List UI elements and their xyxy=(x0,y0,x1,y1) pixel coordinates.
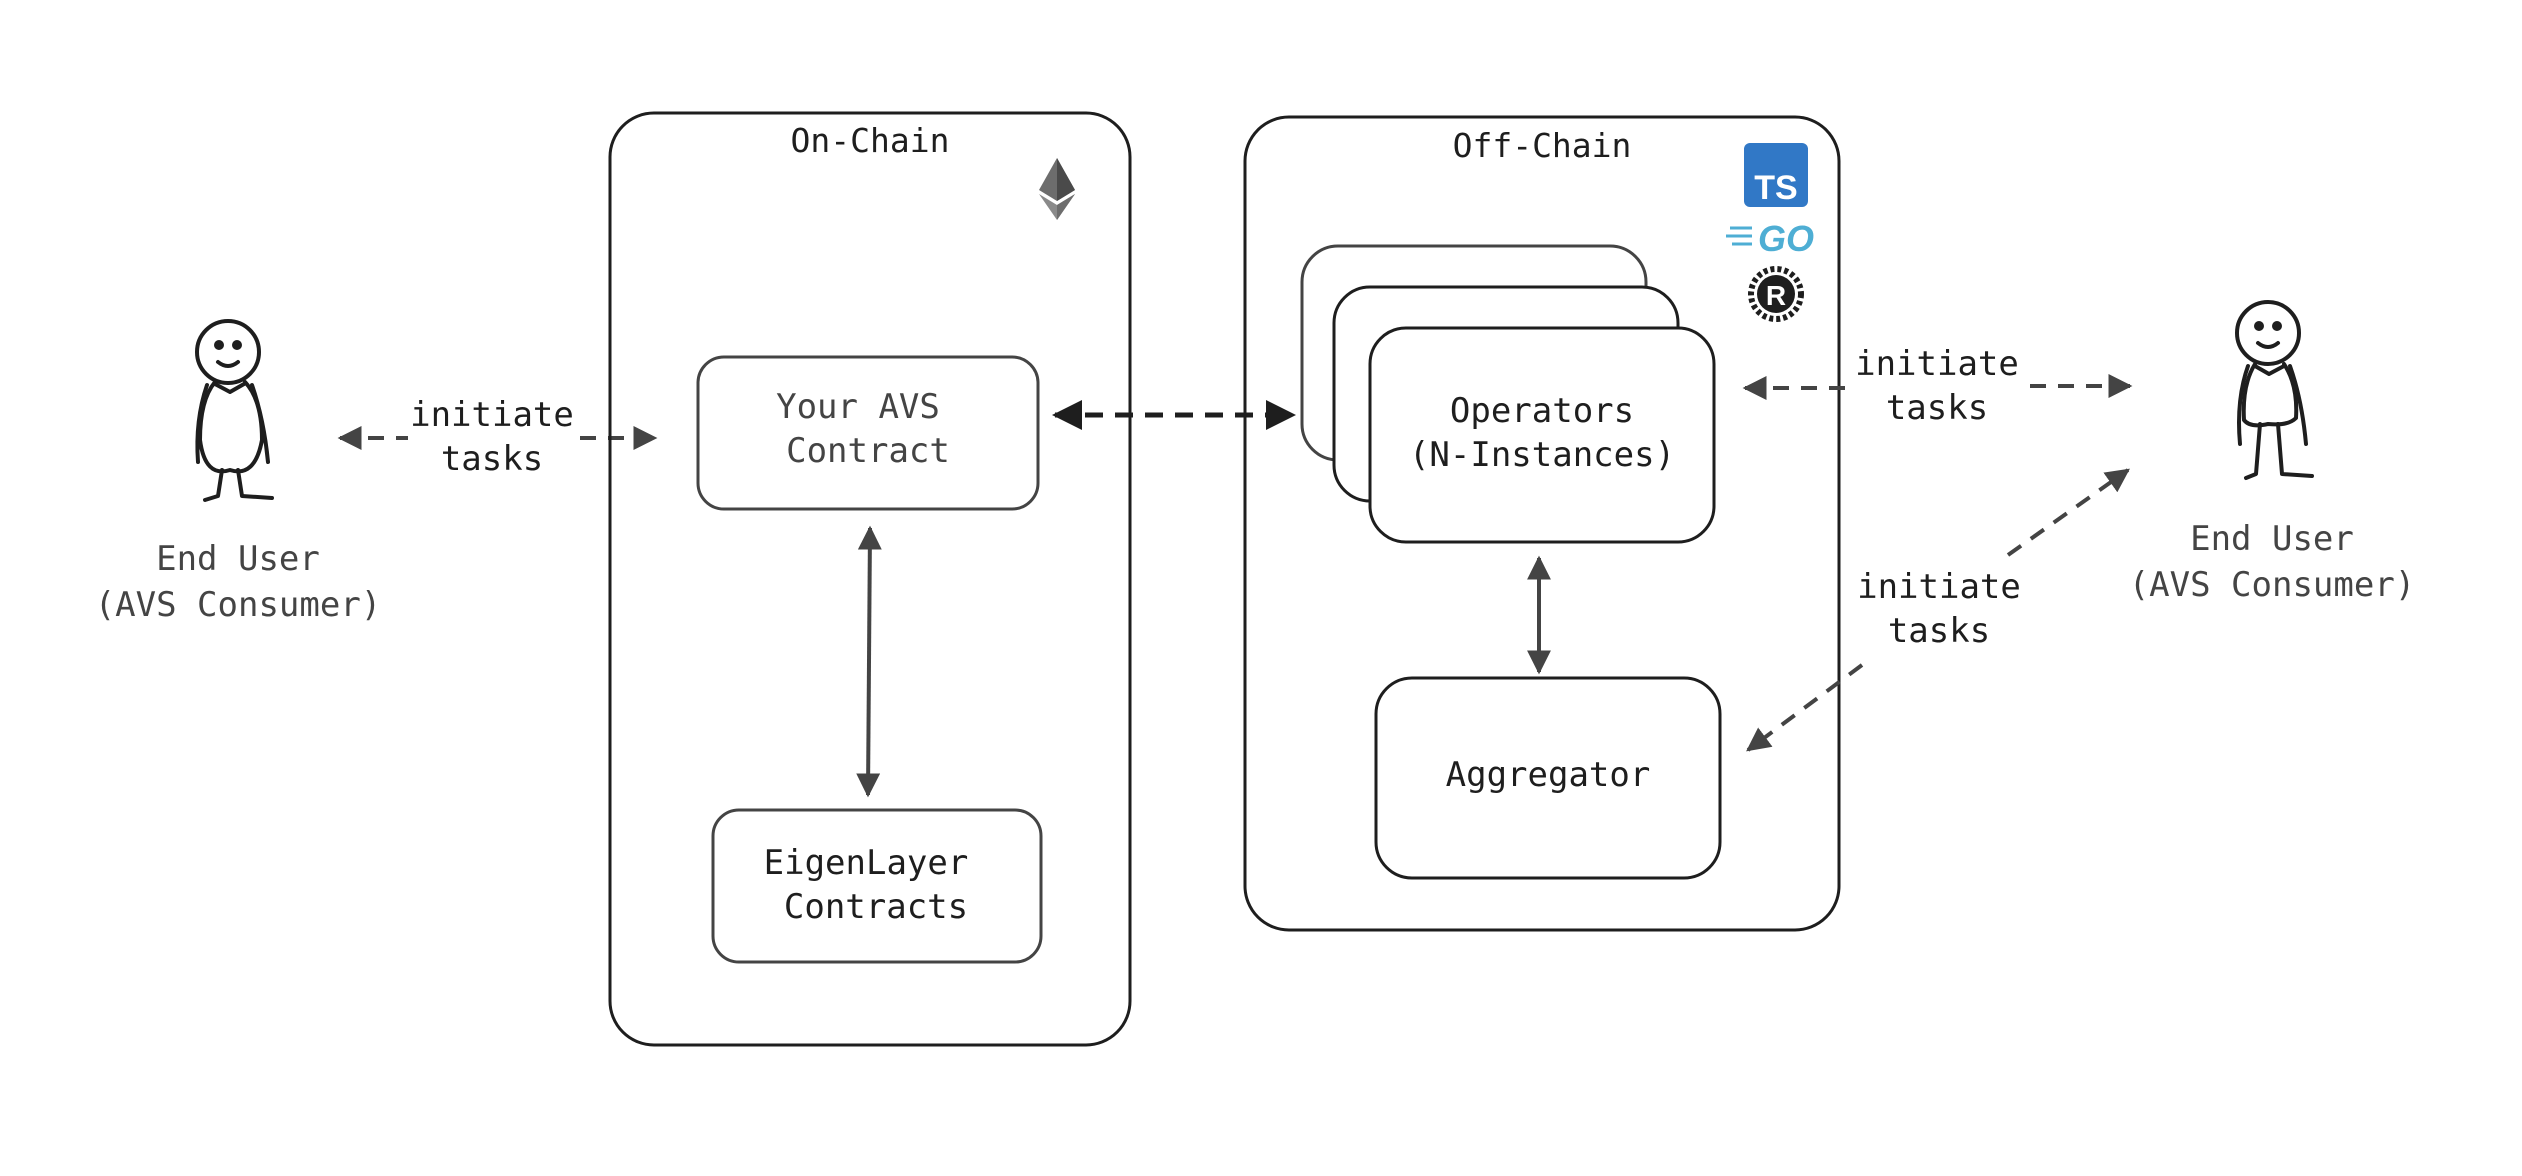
ethereum-icon xyxy=(1039,158,1075,220)
aggregator-label: Aggregator xyxy=(1446,755,1651,795)
go-logo: GO xyxy=(1726,218,1814,259)
rust-logo: R xyxy=(1748,266,1804,322)
right-top-edge-label-line2: tasks xyxy=(1886,388,1988,428)
left-end-user: End User (AVS Consumer) xyxy=(95,319,382,625)
avs-contract-line1: Your AVS xyxy=(776,387,940,427)
typescript-logo: TS xyxy=(1744,143,1808,207)
right-bottom-edge-label-line1: initiate xyxy=(1857,567,2021,607)
left-user-label-line2: (AVS Consumer) xyxy=(95,585,382,625)
eigenlayer-line1: EigenLayer xyxy=(764,843,969,883)
left-edge-label-line1: initiate xyxy=(410,395,574,435)
avs-contract-line2: Contract xyxy=(786,431,950,471)
left-user-label-line1: End User xyxy=(156,539,320,579)
on-chain-title: On-Chain xyxy=(791,121,950,160)
avs-contract-box: Your AVS Contract xyxy=(696,355,1040,511)
avs-eigenlayer-arrow xyxy=(856,525,882,798)
off-chain-title: Off-Chain xyxy=(1453,126,1632,165)
right-bottom-edge-label-line2: tasks xyxy=(1888,611,1990,651)
eigenlayer-line2: Contracts xyxy=(784,887,968,927)
stick-figure-icon xyxy=(195,319,274,502)
rust-logo-text: R xyxy=(1766,280,1786,311)
right-top-edge-label-line1: initiate xyxy=(1855,344,2019,384)
left-initiate-edge: initiate tasks xyxy=(337,395,658,479)
right-top-initiate-edge: initiate tasks xyxy=(1742,344,2133,428)
left-edge-label-line2: tasks xyxy=(441,439,543,479)
on-chain-container: On-Chain Your AVS Contract EigenLayer Co… xyxy=(608,111,1132,1047)
operators-line2: (N-Instances) xyxy=(1409,435,1675,475)
stick-figure-icon xyxy=(2235,300,2314,480)
aggregator-box: Aggregator xyxy=(1374,676,1722,880)
ts-logo-text: TS xyxy=(1754,169,1797,207)
right-user-label-line1: End User xyxy=(2190,519,2354,559)
operator-card-front xyxy=(1368,326,1716,544)
right-user-label-line2: (AVS Consumer) xyxy=(2129,565,2416,605)
go-logo-text: GO xyxy=(1758,218,1814,259)
right-bottom-initiate-edge: initiate tasks xyxy=(1746,468,2130,752)
right-end-user: End User (AVS Consumer) xyxy=(2129,300,2416,605)
eigenlayer-contracts-box: EigenLayer Contracts xyxy=(711,808,1043,964)
operators-line1: Operators xyxy=(1450,391,1634,431)
operators-stack: Operators (N-Instances) xyxy=(1300,244,1716,544)
off-chain-container: Off-Chain TS GO R Operators (N-Instances… xyxy=(1243,115,1841,932)
